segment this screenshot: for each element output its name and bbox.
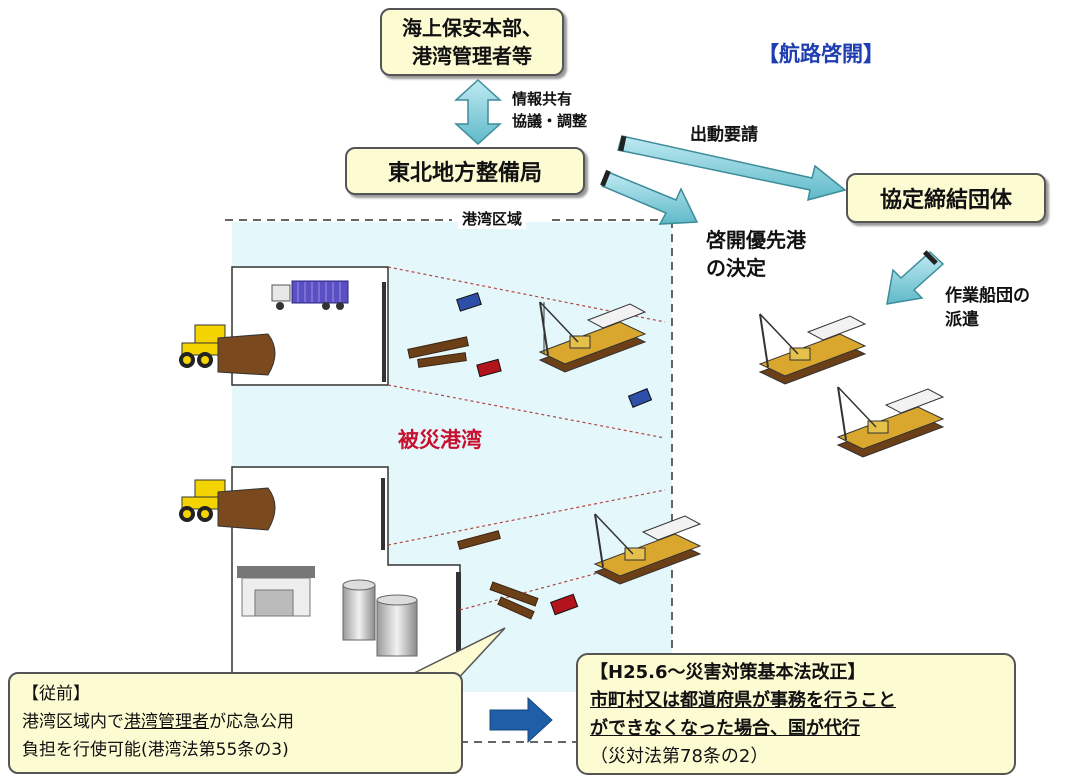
priority-port-arrow (601, 171, 699, 225)
bulldozer-icon (179, 324, 276, 376)
tank-icon (342, 579, 418, 657)
port-area-label: 港湾区域 (458, 208, 527, 229)
warehouse-icon (237, 566, 315, 617)
transition-arrow (489, 696, 553, 744)
crane-barge-icon (538, 301, 647, 373)
crane-barge-icon (593, 513, 702, 585)
info-share-arrow (454, 78, 502, 146)
dispatch-arrow (617, 135, 847, 202)
law-revision-box: 【H25.6～災害対策基本法改正】 市町村又は都道府県が事務を行うこと ができな… (576, 653, 1016, 775)
crane-barge-icon (836, 386, 945, 458)
law-revision-line1: 市町村又は都道府県が事務を行うこと (590, 690, 896, 711)
truck-icon (271, 280, 349, 310)
before-title: 【従前】 (22, 684, 90, 704)
before-line2: 負担を行使可能(港湾法第55条の3) (22, 740, 289, 760)
debris-containers (456, 292, 653, 616)
before-callout-box: 【従前】 港湾区域内で港湾管理者が応急公用 負担を行使可能(港湾法第55条の3) (8, 672, 463, 774)
priority-port-label: 啓開優先港 の決定 (706, 228, 806, 280)
port-manager-underlined: 港湾管理者 (124, 712, 209, 732)
pier-fenders (381, 282, 461, 672)
coast-guard-box: 海上保安本部、 港湾管理者等 (380, 8, 564, 76)
work-fleet-label: 作業船団の 派遣 (945, 286, 1030, 330)
before-line1: 港湾区域内で港湾管理者が応急公用 (22, 712, 294, 732)
crane-barge-icon (758, 313, 867, 385)
law-revision-title: 【H25.6～災害対策基本法改正】 (590, 662, 866, 683)
law-revision-line2: ができなくなった場合、国が代行 (590, 718, 860, 739)
info-share-label: 情報共有 協議・調整 (512, 90, 588, 130)
bulldozer-icon (179, 479, 276, 531)
title-label: 【航路啓開】 (758, 42, 884, 66)
regional-bureau-box: 東北地方整備局 (345, 147, 585, 195)
damaged-port-label: 被災港湾 (398, 428, 482, 452)
agreement-groups-box: 協定締結団体 (846, 173, 1046, 223)
work-fleet-arrow (886, 250, 945, 305)
law-revision-line3: （災対法第78条の2） (590, 746, 769, 767)
dispatch-request-label: 出動要請 (690, 125, 758, 145)
debris-logs (407, 336, 539, 620)
